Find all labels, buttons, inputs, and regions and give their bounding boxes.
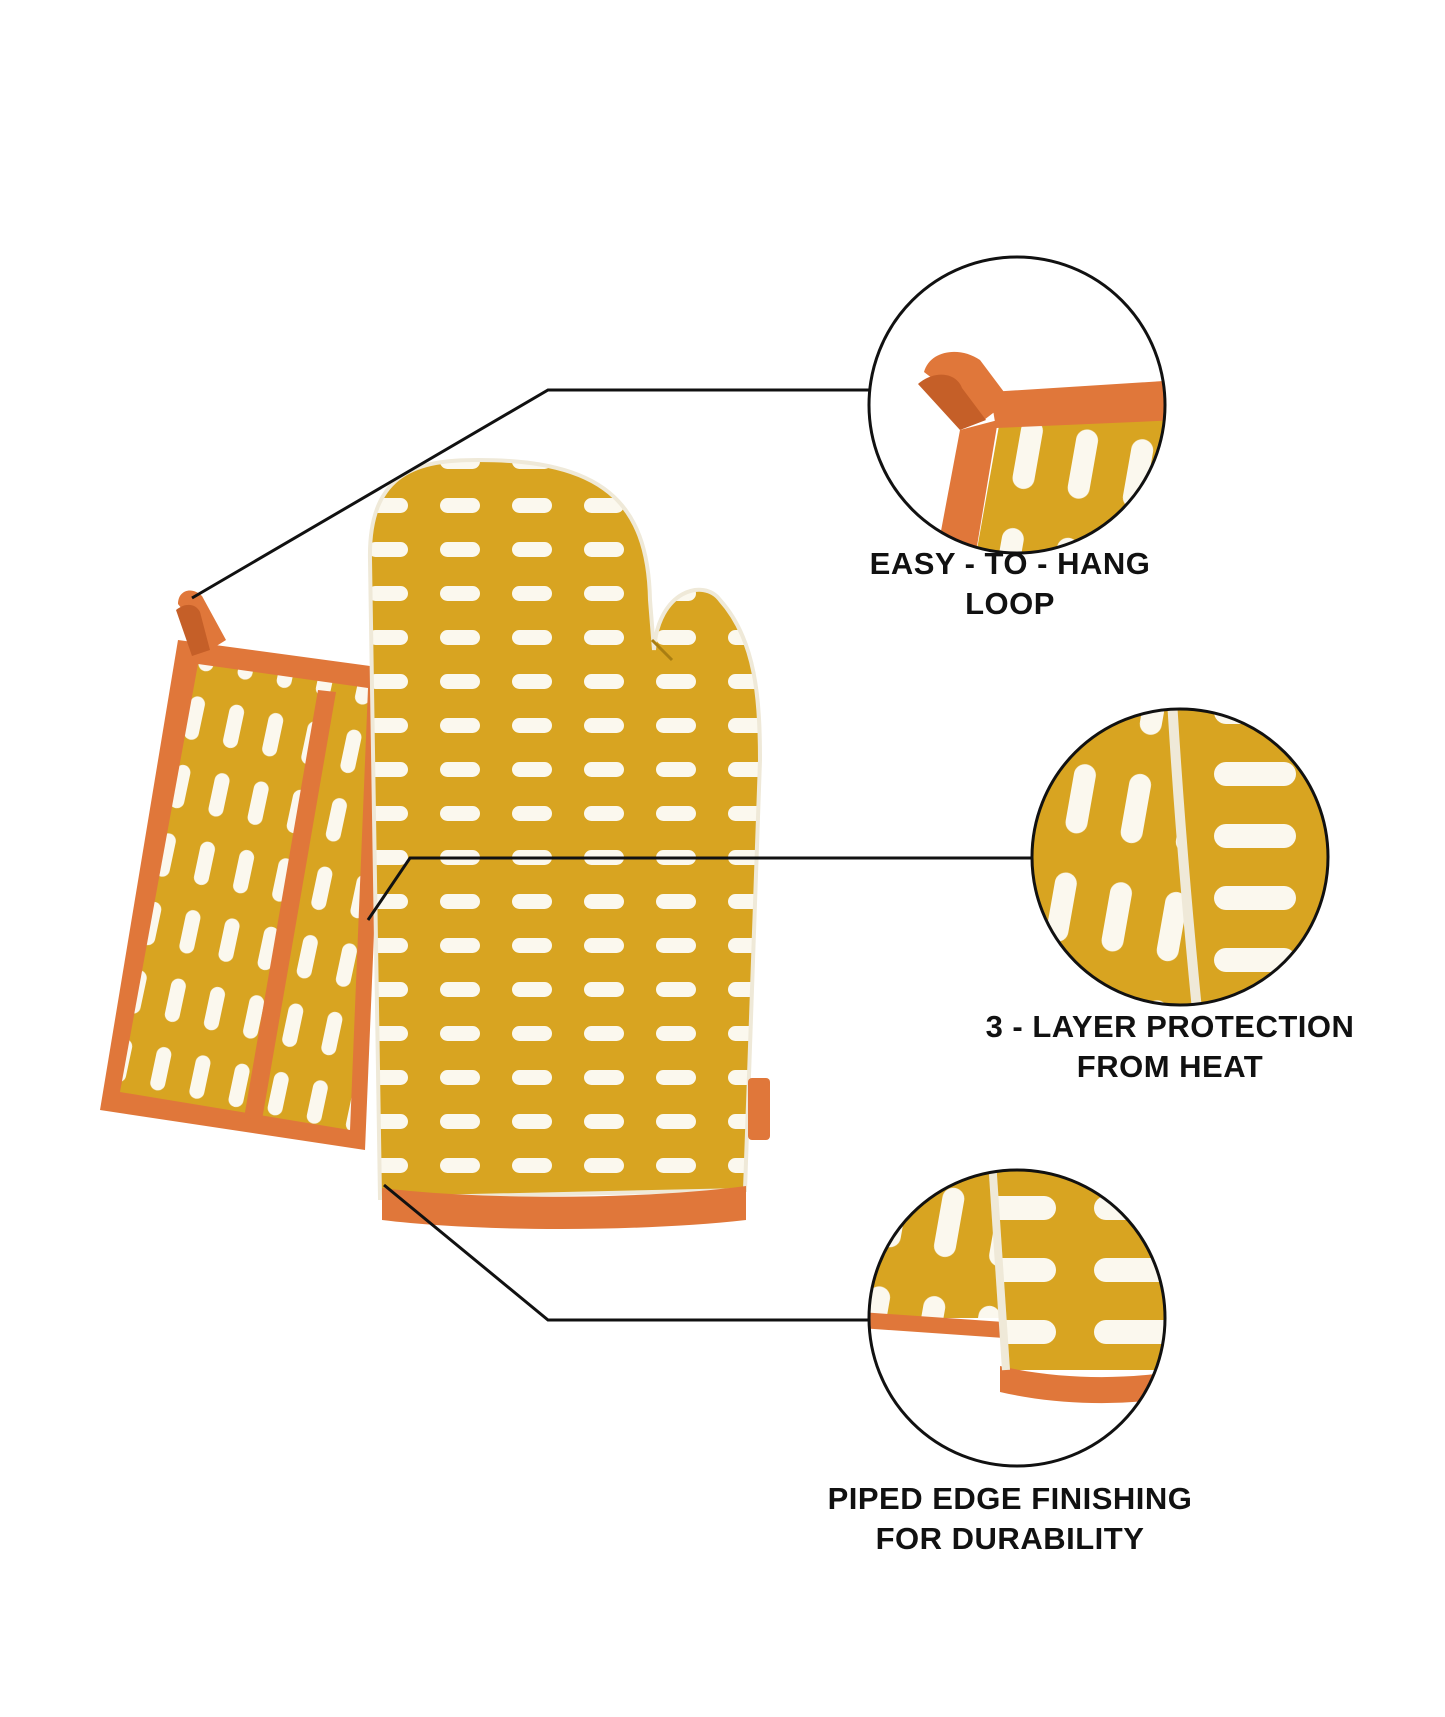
- oven-mitt: [367, 457, 770, 1229]
- feature-label-line: PIPED EDGE FINISHING: [827, 1481, 1193, 1516]
- feature-label-line: 3 - LAYER PROTECTION: [985, 1009, 1355, 1044]
- zoom-circle-piped-edge: [867, 1168, 1167, 1468]
- feature-label-heat-protection: 3 - LAYER PROTECTION FROM HEAT: [960, 1007, 1380, 1087]
- feature-label-line: FOR DURABILITY: [875, 1521, 1145, 1556]
- leader-line-piped-edge: [383, 1183, 869, 1322]
- feature-label-line: FROM HEAT: [1076, 1049, 1264, 1084]
- pot-holder: [100, 640, 385, 1150]
- feature-label-hang-loop: EASY - TO - HANG LOOP: [820, 544, 1200, 624]
- hang-loop: [176, 590, 226, 656]
- leader-line-hang-loop: [191, 388, 869, 600]
- zoom-circle-heat-protection: [1030, 707, 1330, 1007]
- feature-label-piped-edge: PIPED EDGE FINISHING FOR DURABILITY: [800, 1479, 1220, 1559]
- feature-label-line: LOOP: [965, 586, 1055, 621]
- callout-lines: [191, 388, 1032, 1322]
- zoom-circle-hang-loop: [867, 255, 1167, 555]
- leader-line-heat-protection: [366, 856, 1032, 921]
- feature-label-line: EASY - TO - HANG: [869, 546, 1151, 581]
